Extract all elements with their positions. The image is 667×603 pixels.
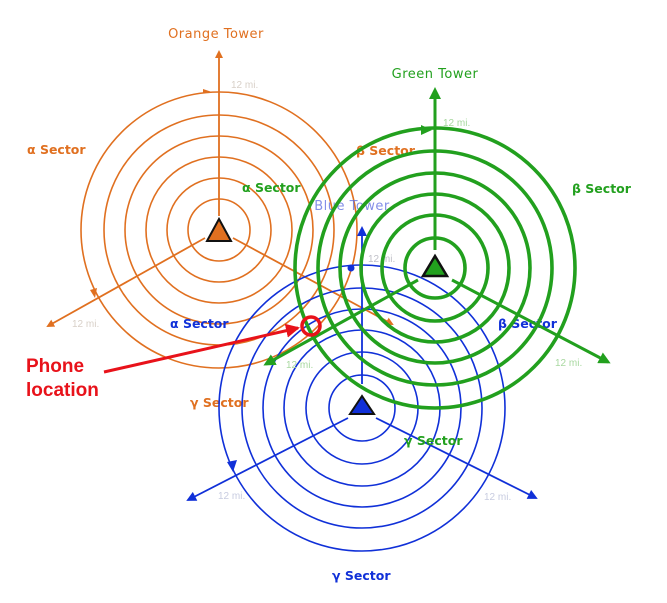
green-tower-group: Green Tower 12 mi. 12 mi. 12 mi. α Secto… [242,67,632,448]
blue-tower-title: Blue Tower [314,199,390,214]
green-axis-southeast [451,278,611,364]
green-range-label-southwest: 12 mi. [286,360,313,371]
green-ring-direction-arrow [421,125,432,135]
blue-range-label-southeast: 12 mi. [484,492,511,503]
orange-axis-southwest [46,237,206,327]
blue-ring-direction-dot [347,264,355,272]
green-range-label-southeast: 12 mi. [555,358,582,369]
green-gamma-sector-label: γ Sector [404,433,463,448]
green-range-label-north: 12 mi. [443,118,470,129]
green-alpha-sector-label: α Sector [242,180,301,195]
blue-axis-southeast [375,417,538,499]
orange-tower-group: Orange Tower 12 mi. 12 mi. α Sector β Se… [27,27,416,410]
blue-range-label-southwest: 12 mi. [218,491,245,502]
orange-alpha-sector-label: α Sector [27,142,86,157]
phone-location-marker [300,315,322,337]
phone-location-callout: Phone location [26,315,322,401]
green-axis-southwest [263,278,419,366]
orange-ring-direction-arrow [203,89,212,93]
orange-tower-title: Orange Tower [168,27,264,42]
green-sector-axes [263,87,611,366]
phone-location-label-line2: location [26,380,99,401]
blue-alpha-sector-label: α Sector [170,316,229,331]
green-tower-title: Green Tower [392,67,479,82]
blue-axis-southwest [186,417,349,501]
blue-ring-direction-arrow [227,460,237,472]
phone-location-pointer-arrow [103,323,300,374]
phone-location-label-line1: Phone [26,356,84,377]
green-beta-sector-label: β Sector [572,181,632,196]
orange-range-label-southwest: 12 mi. [72,319,99,330]
orange-tower-icon [205,216,233,242]
green-tower-icon [420,253,450,278]
orange-range-label-north: 12 mi. [231,80,258,91]
blue-gamma-sector-label: γ Sector [332,568,391,583]
orange-ring-direction-arrow-2 [90,288,97,298]
blue-tower-icon [348,394,376,415]
